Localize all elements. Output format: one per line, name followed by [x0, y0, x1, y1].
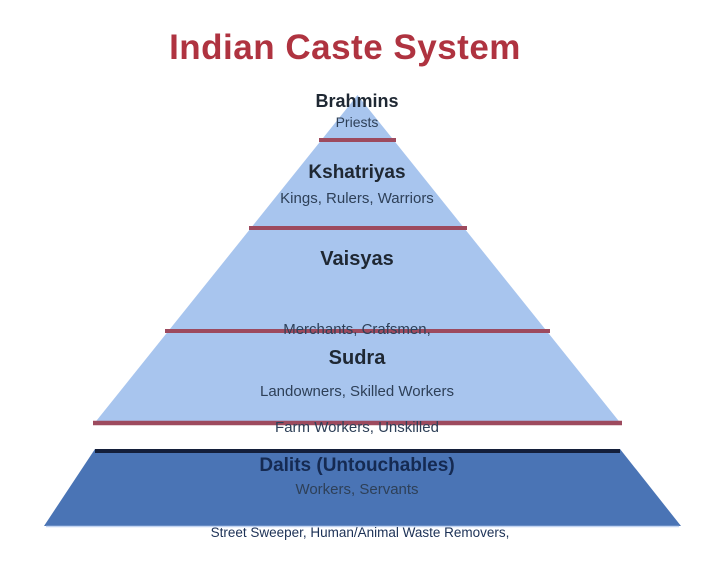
layer-name-dalits: Dalits (Untouchables) [259, 455, 455, 476]
layer-desc-vaisyas-line2: Landowners, Skilled Workers [260, 382, 454, 400]
layer-desc-vaisyas: Merchants, Crafsmen, Landowners, Skilled… [0, 279, 717, 443]
dalits-trapezoid [44, 449, 681, 526]
layer-desc-sudra-line2: Workers, Servants [295, 480, 419, 498]
layer-name-brahmins: Brahmins [315, 91, 399, 111]
layer-name-sudra: Sudra [328, 347, 386, 369]
layer-desc-kshatriyas: Kings, Rulers, Warriors [280, 190, 434, 207]
page-title: Indian Caste System [169, 28, 521, 67]
layer-name-kshatriyas: Kshatriyas [308, 162, 406, 183]
layer-desc-vaisyas-line1: Merchants, Crafsmen, [283, 321, 431, 338]
layer-desc-brahmins: Priests [335, 114, 379, 130]
layer-name-vaisyas: Vaisyas [320, 248, 394, 270]
layer-desc-sudra-line1: Farm Workers, Unskilled [275, 419, 439, 436]
layer-desc-dalits-line1: Street Sweeper, Human/Animal Waste Remov… [210, 525, 510, 540]
layer-desc-dalits: Street Sweeper, Human/Animal Waste Remov… [0, 483, 720, 564]
layer-desc-sudra: Farm Workers, Unskilled Workers, Servant… [0, 377, 717, 541]
pyramid-shape [93, 95, 622, 425]
